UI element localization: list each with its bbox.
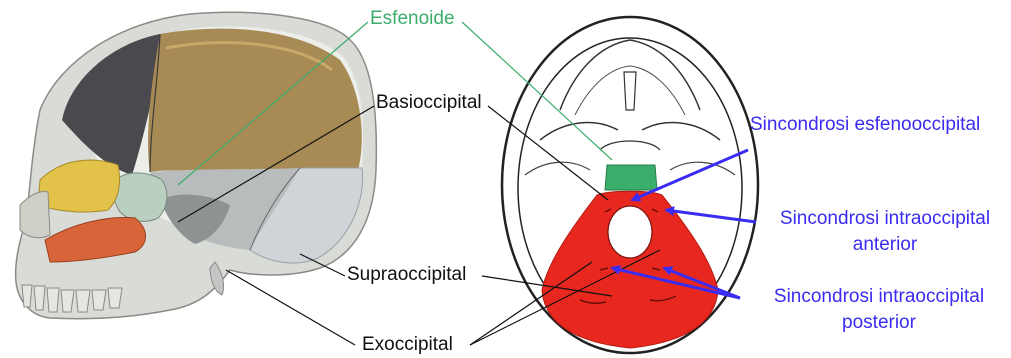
label-sincondrosi-intraoccipital-anterior: Sincondrosi intraoccipital anterior xyxy=(762,208,1008,256)
label-sincondrosi-esfenooccipital: Sincondrosi esfenooccipital xyxy=(750,114,980,136)
label-basioccipital: Basioccipital xyxy=(376,92,482,114)
sphenoid-bone-lateral xyxy=(114,173,167,221)
label-esfenoide: Esfenoide xyxy=(370,8,455,30)
label-sincondrosi-intra-posterior-line2: posterior xyxy=(752,312,1006,334)
label-sincondrosi-intraoccipital-posterior: Sincondrosi intraoccipital posterior xyxy=(752,286,1006,334)
foramen-magnum xyxy=(608,206,652,258)
label-sincondrosi-intra-anterior-line1: Sincondrosi intraoccipital xyxy=(762,208,1008,230)
label-sincondrosi-intra-anterior-line2: anterior xyxy=(762,234,1008,256)
sphenoid-body-base xyxy=(605,165,657,190)
label-exoccipital: Exoccipital xyxy=(362,334,453,356)
label-supraoccipital: Supraoccipital xyxy=(347,264,466,286)
skull-base xyxy=(502,17,758,353)
label-sincondrosi-intra-posterior-line1: Sincondrosi intraoccipital xyxy=(752,286,1006,308)
lateral-skull xyxy=(16,12,377,318)
